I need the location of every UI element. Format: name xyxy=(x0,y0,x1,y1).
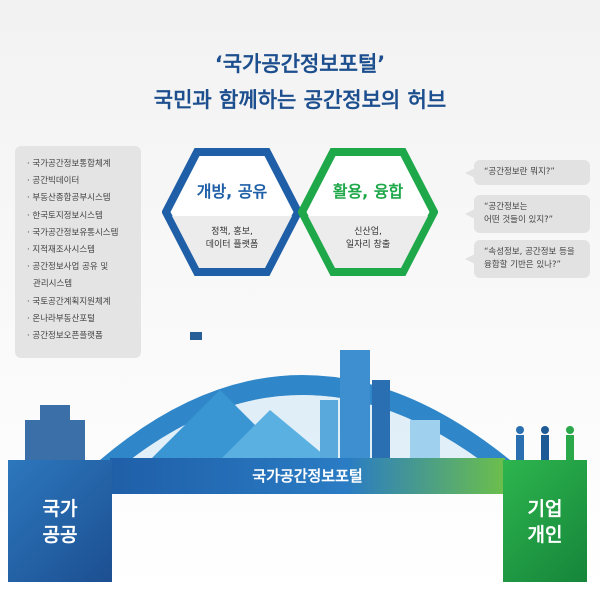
bubble-text: “속성정보, 공간정보 등을 xyxy=(484,247,575,257)
block-text: 국가 xyxy=(42,498,78,520)
list-item: · 공간빅데이터 xyxy=(27,176,80,187)
list-item: · 공간정보오픈플랫폼 xyxy=(27,330,103,341)
speech-bubble: “공간정보란 뭐지?” xyxy=(465,160,590,185)
hexagon-shape xyxy=(162,148,302,276)
list-item: · 부동산종합공부시스템 xyxy=(27,193,111,204)
list-item: 관리시스템 xyxy=(33,279,73,290)
truck xyxy=(410,420,440,460)
person-icon xyxy=(541,426,549,434)
hexagon-sub: 신산업, 일자리 창출 xyxy=(298,226,438,252)
bridge-label: 국가공간정보포털 xyxy=(110,458,505,494)
page-title: ‘국가공간정보포털’ xyxy=(214,52,386,76)
hexagon-heading: 개방, 공유 xyxy=(196,182,268,201)
list-item: · 국가공간정보유통시스템 xyxy=(27,227,119,238)
hexagon-use-converge: 활용, 융합 신산업, 일자리 창출 xyxy=(298,148,438,276)
block-text: 공공 xyxy=(42,524,78,546)
city-bridge-illustration xyxy=(25,332,574,460)
hexagon-sub: 정책, 홍보, 데이터 플랫폼 xyxy=(162,226,302,252)
hexagon-sub-line: 일자리 창출 xyxy=(345,240,391,250)
hexagon-sub-line: 신산업, xyxy=(354,227,382,237)
list-item: · 온나라부동산포털 xyxy=(27,313,95,324)
block-text: 기업 xyxy=(527,498,563,520)
list-item: · 한국토지정보시스템 xyxy=(27,210,103,221)
list-item: · 국가공간정보통합체계 xyxy=(27,159,111,169)
bubble-text: 융합할 기반은 있나?” xyxy=(484,260,561,270)
block-text: 개인 xyxy=(527,524,563,546)
page-subtitle: 국민과 함께하는 공간정보의 허브 xyxy=(153,88,447,112)
hexagon-sub-line: 정책, 홍보, xyxy=(211,227,253,237)
building xyxy=(25,420,85,460)
satellite-icon xyxy=(190,332,202,340)
building xyxy=(340,350,370,460)
hexagon-shape xyxy=(298,148,438,276)
list-item: · 지적재조사시스템 xyxy=(27,244,95,255)
person-icon xyxy=(566,426,574,434)
hexagon-sub-line: 데이터 플랫폼 xyxy=(205,240,259,250)
list-item: · 공간정보사업 공유 및 xyxy=(27,262,109,273)
list-item: · 국토공간계획지원체계 xyxy=(27,296,111,307)
person-icon xyxy=(516,426,524,434)
bridge-arch xyxy=(100,375,510,460)
bubble-text: 어떤 것들이 있지?” xyxy=(484,215,554,225)
hexagon-heading: 활용, 융합 xyxy=(332,182,404,201)
bubble-text: “공간정보란 뭐지?” xyxy=(484,167,555,177)
bubble-text: “공간정보는 xyxy=(484,202,528,212)
hexagon-open-share: 개방, 공유 정책, 홍보, 데이터 플랫폼 xyxy=(162,148,302,276)
system-list: · 국가공간정보통합체계 · 공간빅데이터 · 부동산종합공부시스템 · 한국토… xyxy=(15,146,141,358)
